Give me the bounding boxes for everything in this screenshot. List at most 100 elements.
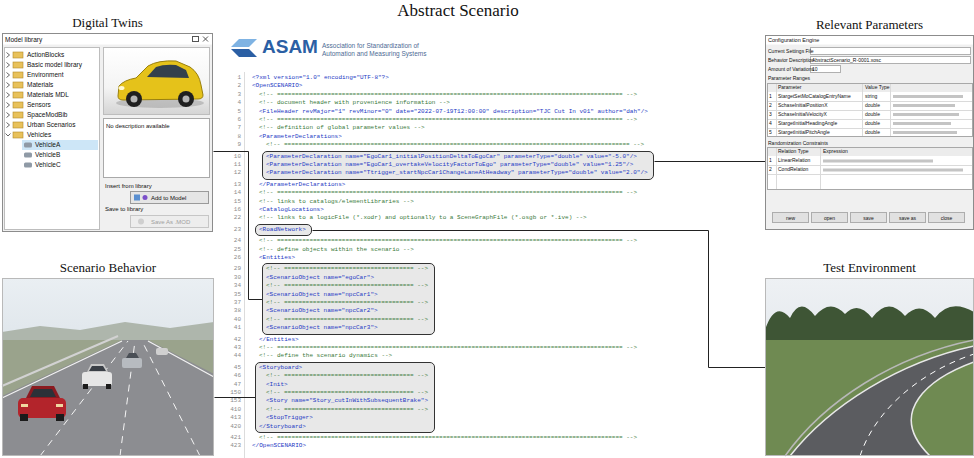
code-line: <!-- ===================================… [259, 389, 429, 397]
label-holder: <!-- definition of global parameter valu… [259, 124, 425, 132]
label-holder: SchaseInitialPositionX [778, 101, 827, 110]
label-holder: AbstractScenario_R-0001.xosc [812, 56, 881, 65]
label-holder: Parameter [778, 83, 801, 92]
label-holder: 41 [220, 324, 241, 332]
logo-text: ASAM [262, 36, 318, 58]
model-library-window-shape [203, 37, 208, 42]
configuration-window-shape [929, 213, 965, 223]
configuration-window-shape [768, 84, 972, 136]
highway-render-shape [2, 341, 214, 398]
model-library-window-shape [104, 119, 210, 178]
label-holder: <ParameterDeclarations> [259, 133, 342, 141]
label-holder: <!-- ===================================… [259, 189, 637, 197]
label-holder: double [865, 128, 880, 137]
label-holder: 3 [220, 91, 241, 99]
code-line: <CatalogLocations> [259, 206, 324, 214]
line-number: 30 [220, 274, 241, 282]
code-line: </Storyboard> [259, 423, 429, 431]
tree-item: VehicleB [35, 150, 60, 160]
code-line: <RoadNetwork> [259, 226, 306, 234]
label-holder: <!-- ===================================… [259, 237, 637, 245]
label-holder: VehicleA [35, 140, 60, 150]
code-line: <!-- ===================================… [266, 141, 644, 149]
highway-render-shape [20, 414, 28, 421]
label-holder: 413 [220, 414, 241, 422]
configuration-window-shape [768, 148, 973, 190]
code-line: <ParameterDeclaration name="EgoCar1_init… [266, 153, 648, 161]
highway-render-shape [30, 389, 56, 397]
label-holder: <?xml version="1.0" encoding="UTF-8"?> [252, 74, 389, 82]
line-number: 37 [220, 299, 241, 307]
code-line: <ParameterDeclaration name="Ttrigger_sta… [266, 169, 648, 177]
panel-heading: Scenario Behavior [3, 260, 213, 276]
model-library-window-shape [13, 122, 23, 128]
table-header: Relation Type [778, 147, 808, 156]
configuration-window-shape [766, 36, 974, 45]
configuration-window-shape [768, 148, 972, 156]
heading-holder: Test Environment [766, 260, 973, 276]
label-holder: ActionBlocks [27, 50, 64, 60]
code-line: <!-- ===================================… [259, 434, 637, 442]
label-holder: Materials MDL [27, 90, 69, 100]
model-library-window-shape [104, 48, 210, 115]
code-line: <!-- ===================================… [259, 344, 637, 352]
label-holder: Add to Model [151, 192, 186, 204]
label-holder: <!-- ===================================… [266, 141, 644, 149]
line-number: 11 [220, 161, 241, 169]
ui-text: Amount of Variations [768, 65, 814, 74]
configuration-window-shape [765, 35, 974, 230]
label-holder: 420 [220, 423, 241, 431]
model-library-window-shape [13, 52, 23, 58]
panel-heading: Relevant Parameters [766, 17, 973, 33]
scenario-document: <ParameterDeclaration name="EgoCar1_init… [218, 28, 698, 458]
label-holder: <!-- define the scenario dynamics --> [259, 352, 392, 360]
table-cell: CondRelation [778, 165, 808, 174]
label-holder: 16 [220, 206, 241, 214]
model-library-window-shape [13, 112, 23, 118]
code-line: <ScenarioObject name="npcCar1"> [266, 291, 429, 299]
tree-item: SpaceModBib [27, 110, 67, 120]
section-title: Randomization Constraints [768, 139, 828, 148]
model-library-window-shape [13, 102, 23, 108]
highway-render-shape [26, 386, 60, 398]
label-holder: 7 [220, 124, 241, 132]
highlight-box: <RoadNetwork> [255, 224, 312, 236]
text-holder: Association for Standardization of Autom… [322, 42, 447, 58]
road-render-shape [860, 354, 974, 456]
label-holder: Urban Scenarios [27, 120, 75, 130]
code-line: <!-- ===================================… [259, 116, 637, 124]
code-line: <ParameterDeclaration name="EgoCar1_over… [266, 161, 648, 169]
configuration-window-shape [773, 213, 809, 223]
heading-holder: Scenario Behavior [3, 260, 213, 276]
ui-text: Save to library [105, 204, 143, 214]
line-number: 6 [220, 116, 241, 124]
tree-item: VehicleC [35, 160, 61, 170]
button-text: open [812, 213, 848, 223]
highway-render-shape [122, 358, 142, 368]
code-line: <!-- define the scenario dynamics --> [259, 352, 392, 360]
model-library-window-shape [126, 91, 142, 107]
code-line: <!-- document header with provenience in… [259, 99, 450, 107]
label-holder: Parameter Ranges [768, 74, 810, 83]
label-holder: close [929, 213, 965, 223]
configuration-window-shape [823, 160, 933, 163]
document-page [219, 29, 698, 458]
label-holder: SchaseInitialVelocityX [778, 110, 827, 119]
label-holder: 421 [220, 434, 241, 442]
label-holder: 6 [220, 116, 241, 124]
label-holder: VehicleC [35, 160, 61, 170]
line-number: 2 [220, 82, 241, 90]
line-number: 10 [220, 153, 241, 161]
line-number: 16 [220, 206, 241, 214]
label-holder: 4 [769, 119, 772, 128]
line-number: 45 [220, 364, 241, 372]
label-holder: 12 [220, 169, 241, 177]
line-number: 14 [220, 189, 241, 197]
highway-render-shape [2, 336, 118, 386]
model-library-window-shape [13, 82, 23, 88]
table-cell: 4 [769, 119, 772, 128]
table-cell: 1 [769, 156, 772, 165]
asam-logo-shape [231, 39, 257, 47]
label-holder: LinearRelation [778, 156, 810, 165]
line-number: 421 [220, 434, 241, 442]
